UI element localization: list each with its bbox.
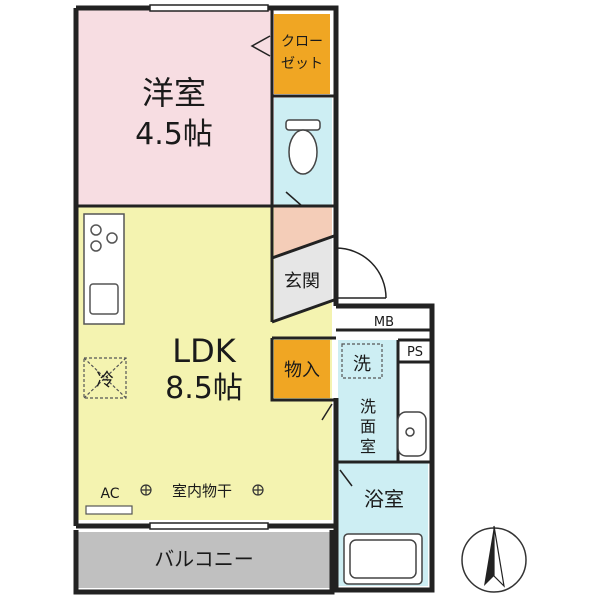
ps-label: PS [407, 345, 423, 360]
window-top [149, 4, 269, 12]
fridge-label: 冷 [96, 370, 114, 391]
genkan-floor [274, 236, 332, 322]
washer-space [341, 343, 383, 379]
balcony-floor [78, 532, 330, 588]
closet-door [250, 35, 271, 57]
mb-label: MB [374, 315, 394, 330]
stove-burner-icon [106, 232, 118, 244]
ac-unit [85, 505, 133, 515]
stove-burner-icon [90, 240, 102, 252]
stove-burner-icon [90, 224, 102, 236]
wall-wet-area [333, 303, 435, 593]
washroom-door [321, 403, 333, 421]
closet-label-line1: クロー [281, 34, 323, 50]
window-balcony [149, 522, 269, 530]
entrance-door-swing [335, 247, 387, 299]
washer-label: 洗 [353, 354, 371, 375]
bathroom-door [339, 469, 353, 487]
drying-label: 室内物干 [172, 482, 232, 500]
closet-floor [274, 14, 330, 94]
wall-balcony [73, 530, 335, 595]
wall-genkan-step [271, 234, 335, 260]
washroom-label-3: 室 [360, 437, 376, 456]
western-room-size: 4.5帖 [135, 117, 213, 152]
toilet-tank [285, 119, 321, 131]
wall-genkan-bottom [271, 298, 335, 324]
entrance-label: 玄関 [284, 271, 320, 292]
balcony-label: バルコニー [154, 547, 254, 571]
washroom-label-2: 面 [360, 417, 376, 436]
entrance-hall-floor [274, 206, 332, 256]
bathroom-label: 浴室 [364, 487, 404, 511]
ac-label: AC [100, 486, 119, 502]
storage-label: 物入 [284, 360, 320, 381]
closet-label-line2: ゼット [281, 56, 323, 72]
toilet-bowl-icon [288, 129, 318, 175]
ldk-name: LDK [172, 332, 236, 370]
washroom-floor [338, 340, 398, 462]
north-compass-icon [461, 525, 527, 593]
toilet-door [285, 191, 303, 207]
storage-floor [274, 340, 330, 398]
western-room-name: 洋室 [142, 74, 206, 112]
sink-icon [89, 283, 119, 315]
western-room-floor [78, 10, 274, 206]
bathtub-inner [349, 539, 417, 579]
basin-drain-icon [405, 427, 415, 437]
fridge-space [83, 357, 127, 399]
wall-storage [270, 336, 336, 402]
ldk-size: 8.5帖 [165, 371, 243, 406]
washroom-label-1: 洗 [360, 397, 376, 416]
